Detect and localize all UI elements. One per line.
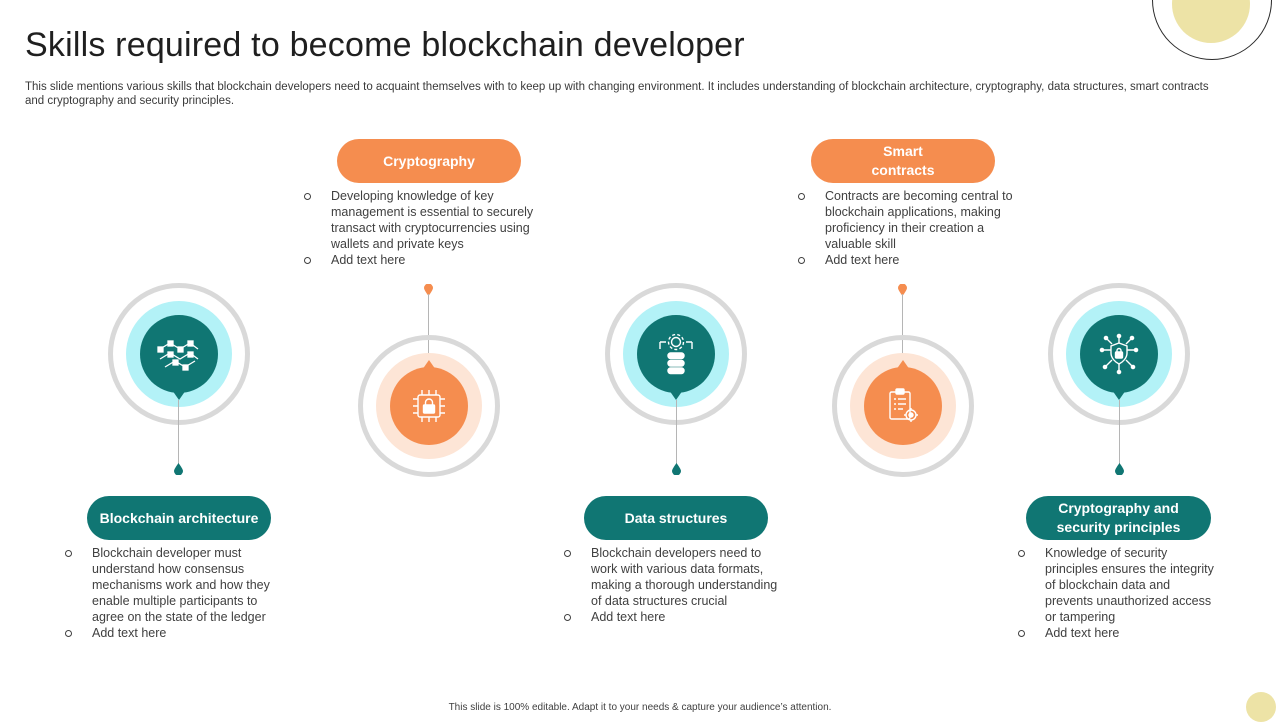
skill-label: Smart contracts xyxy=(811,139,995,183)
skill-bullets: Developing knowledge of key management i… xyxy=(301,188,551,268)
bullet-item: Developing knowledge of key management i… xyxy=(301,188,551,252)
decorative-corner-circle xyxy=(1246,692,1276,722)
pointer-tip xyxy=(422,360,436,370)
skill-bullets: Contracts are becoming central to blockc… xyxy=(795,188,1020,268)
icon-circle xyxy=(864,367,942,445)
page-subtitle: This slide mentions various skills that … xyxy=(25,81,1209,107)
skill-label: Data structures xyxy=(584,496,768,540)
pointer-tip xyxy=(896,360,910,370)
footer-note: This slide is 100% editable. Adapt it to… xyxy=(448,702,832,713)
skill-bullets: Blockchain developers need to work with … xyxy=(561,545,791,625)
bullet-item: Add text here xyxy=(795,252,1020,268)
bullet-item: Add text here xyxy=(1015,625,1220,641)
skill-label: Cryptography xyxy=(337,139,521,183)
connector-line xyxy=(902,294,903,368)
connector-drop xyxy=(174,462,183,476)
page-title: Skills required to become blockchain dev… xyxy=(25,26,745,64)
connector-line xyxy=(178,400,179,464)
outer-ring xyxy=(832,335,974,477)
bullet-item: Knowledge of security principles ensures… xyxy=(1015,545,1220,625)
bullet-item: Add text here xyxy=(301,252,551,268)
bullet-item: Blockchain developers need to work with … xyxy=(561,545,791,609)
connector-drop xyxy=(672,462,681,476)
outer-ring xyxy=(108,283,250,425)
pointer-tip xyxy=(172,390,186,400)
bullet-item: Contracts are becoming central to blockc… xyxy=(795,188,1020,252)
chip-lock-icon xyxy=(390,367,468,445)
bullet-item: Add text here xyxy=(62,625,292,641)
pointer-tip xyxy=(669,390,683,400)
connector-drop xyxy=(898,283,907,296)
outer-ring xyxy=(358,335,500,477)
bullet-item: Blockchain developer must understand how… xyxy=(62,545,292,625)
pointer-tip xyxy=(1112,390,1126,400)
database-gear-icon xyxy=(637,315,715,393)
skill-label: Cryptography and security principles xyxy=(1026,496,1211,540)
icon-circle xyxy=(140,315,218,393)
connector-line xyxy=(1119,400,1120,464)
bullet-item: Add text here xyxy=(561,609,791,625)
connector-line xyxy=(676,400,677,464)
blockchain-network-icon xyxy=(140,315,218,393)
skill-label: Blockchain architecture xyxy=(87,496,271,540)
contract-document-icon xyxy=(864,367,942,445)
connector-drop xyxy=(424,283,433,296)
connector-line xyxy=(428,294,429,368)
security-shield-network-icon xyxy=(1080,315,1158,393)
skill-bullets: Knowledge of security principles ensures… xyxy=(1015,545,1220,641)
connector-drop xyxy=(1115,462,1124,476)
skill-bullets: Blockchain developer must understand how… xyxy=(62,545,292,641)
